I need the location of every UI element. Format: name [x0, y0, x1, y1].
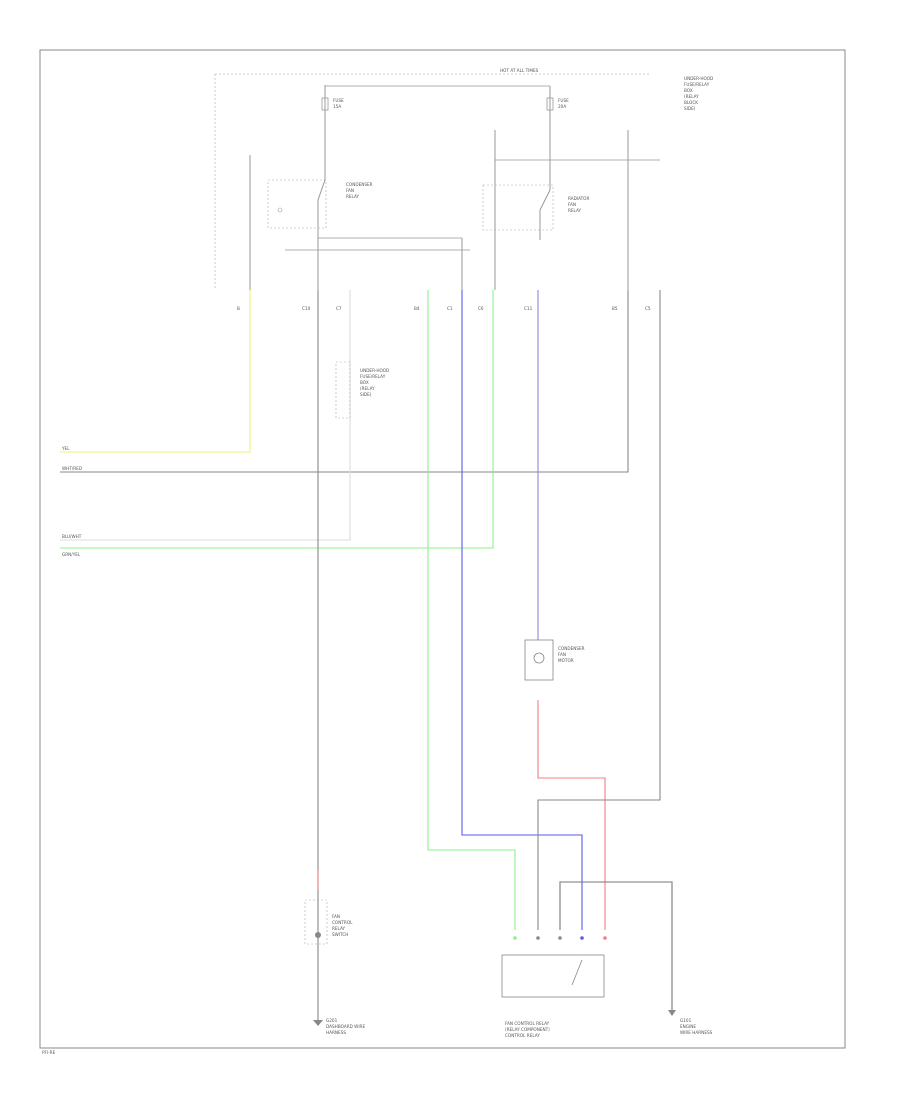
fuse-left: FUSE 15A	[321, 85, 550, 160]
wire-green-left	[60, 290, 494, 549]
svg-text:20A: 20A	[558, 104, 566, 109]
underhood-mid-connector: UNDER-HOOD FUSE/RELAY BOX (RELAY SIDE)	[335, 361, 389, 419]
motor-icon	[533, 652, 545, 664]
svg-text:GRN/YEL: GRN/YEL	[62, 552, 81, 557]
hot-at-all-times-label: HOT AT ALL TIMES	[500, 68, 539, 73]
switch-icon	[315, 932, 321, 938]
svg-text:BOX: BOX	[360, 380, 369, 385]
svg-text:C10: C10	[302, 306, 311, 311]
svg-text:BLOCK: BLOCK	[684, 100, 698, 105]
svg-text:SWITCH: SWITCH	[332, 932, 348, 937]
svg-text:RELAY: RELAY	[332, 926, 346, 931]
ground-right: G101 ENGINE WIRE HARNESS	[668, 1010, 713, 1035]
svg-text:RELAY: RELAY	[568, 208, 582, 213]
pin-ground-icon	[558, 936, 562, 940]
svg-text:FUSE: FUSE	[558, 98, 569, 103]
relay-coil-icon	[277, 207, 283, 213]
underhood-box-label: UNDER-HOOD FUSE/RELAY BOX (RELAY BLOCK S…	[684, 76, 713, 111]
wires	[60, 290, 673, 1020]
svg-text:RADIATOR: RADIATOR	[568, 196, 589, 201]
condenser-relay-box	[267, 179, 327, 229]
svg-text:C1: C1	[447, 306, 453, 311]
diagram-border	[39, 49, 846, 1049]
footer-code: PFI-RE	[42, 1050, 56, 1055]
wire-green-relay	[427, 290, 516, 930]
svg-text:B: B	[237, 306, 240, 311]
svg-text:FUSE/RELAY: FUSE/RELAY	[360, 374, 386, 379]
wire-blue	[461, 290, 583, 930]
svg-text:B5: B5	[612, 306, 618, 311]
wire-red	[537, 700, 606, 930]
fuse-left-icon	[321, 97, 329, 111]
connector-pins: B C10 C7 B4 C1 C6 C11 B5 C5	[237, 306, 651, 311]
svg-text:MOTOR: MOTOR	[558, 658, 574, 663]
svg-text:CONDENSER: CONDENSER	[346, 182, 373, 187]
pin-red-icon	[603, 936, 607, 940]
ground-icon	[668, 1010, 676, 1016]
fan-control-relay: FAN CONTROL RELAY (RELAY COMPONENT) CONT…	[501, 936, 607, 1038]
svg-text:C11: C11	[524, 306, 533, 311]
svg-text:DASHBOARD WIRE: DASHBOARD WIRE	[326, 1024, 365, 1029]
svg-text:HARNESS: HARNESS	[326, 1030, 346, 1035]
svg-text:BLU/WHT: BLU/WHT	[62, 534, 82, 539]
svg-text:WIRE HARNESS: WIRE HARNESS	[680, 1030, 713, 1035]
condenser-fan-motor: CONDENSER FAN MOTOR	[524, 639, 585, 681]
fuse-right-icon	[546, 97, 554, 111]
svg-text:BOX: BOX	[684, 88, 693, 93]
svg-text:FAN: FAN	[346, 188, 354, 193]
svg-text:YEL: YEL	[61, 446, 70, 451]
svg-text:(RELAY COMPONENT): (RELAY COMPONENT)	[505, 1027, 550, 1032]
svg-text:C7: C7	[336, 306, 342, 311]
wire-black-horizontal	[60, 290, 629, 473]
svg-text:FAN CONTROL RELAY: FAN CONTROL RELAY	[505, 1021, 550, 1026]
ground-icon	[313, 1020, 323, 1026]
svg-text:CONDENSER: CONDENSER	[558, 646, 585, 651]
svg-text:FUSE: FUSE	[333, 98, 344, 103]
side-labels: YEL WHT/RED BLU/WHT GRN/YEL	[61, 446, 82, 557]
svg-text:ENGINE: ENGINE	[680, 1024, 696, 1029]
svg-text:G101: G101	[680, 1018, 692, 1023]
fuse-right: FUSE 20A	[546, 86, 569, 115]
pin-black-icon	[536, 936, 540, 940]
svg-text:CONTROL: CONTROL	[332, 920, 353, 925]
hot-bus: HOT AT ALL TIMES	[214, 68, 650, 290]
svg-text:C6: C6	[478, 306, 484, 311]
svg-text:FAN: FAN	[558, 652, 566, 657]
svg-text:SIDE): SIDE)	[684, 106, 696, 111]
svg-text:(RELAY: (RELAY	[360, 386, 375, 391]
ground-left: G201 DASHBOARD WIRE HARNESS	[313, 1018, 365, 1035]
svg-text:FAN: FAN	[332, 914, 340, 919]
fan-switch: FAN CONTROL RELAY SWITCH	[304, 899, 353, 945]
svg-text:FUSE/RELAY: FUSE/RELAY	[684, 82, 710, 87]
svg-text:UNDER-HOOD: UNDER-HOOD	[684, 76, 713, 81]
wire-black-right	[537, 290, 661, 930]
svg-text:G201: G201	[326, 1018, 338, 1023]
pin-blue-icon	[580, 936, 584, 940]
svg-text:WHT/RED: WHT/RED	[62, 466, 82, 471]
svg-text:SIDE): SIDE)	[360, 392, 372, 397]
svg-text:RELAY: RELAY	[346, 194, 360, 199]
svg-text:B4: B4	[414, 306, 420, 311]
wire-white	[60, 290, 351, 541]
relay-section: CONDENSER FAN RELAY RADIATOR FAN RELAY	[249, 115, 660, 290]
radiator-relay-box	[482, 184, 554, 231]
wire-yellow	[60, 290, 251, 453]
svg-text:FAN: FAN	[568, 202, 576, 207]
svg-text:UNDER-HOOD: UNDER-HOOD	[360, 368, 389, 373]
svg-text:(RELAY: (RELAY	[684, 94, 699, 99]
svg-text:C5: C5	[645, 306, 651, 311]
svg-text:15A: 15A	[333, 104, 341, 109]
svg-text:CONTROL RELAY: CONTROL RELAY	[505, 1033, 540, 1038]
wire-ground-right	[559, 881, 673, 1010]
pin-green-icon	[513, 936, 517, 940]
